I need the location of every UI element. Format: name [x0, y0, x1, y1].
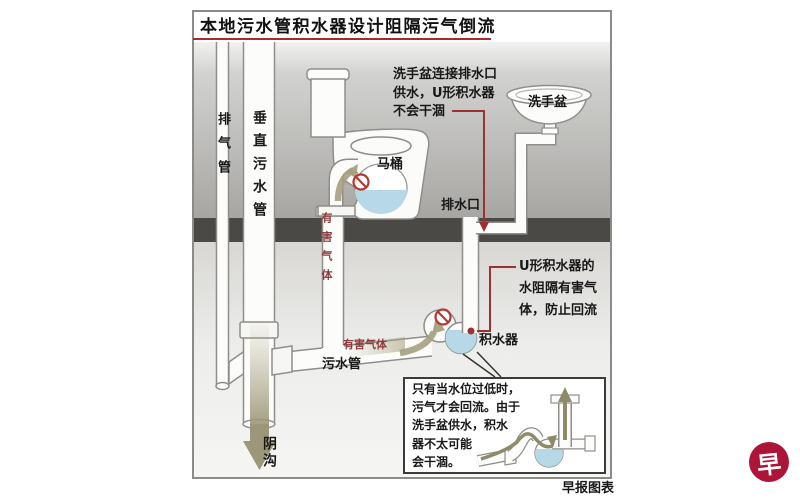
label-harmful-gas-pipe: 有害气体	[343, 338, 387, 351]
title-band	[194, 12, 610, 42]
label-harmful-gas-toilet: 有害气体	[320, 212, 333, 288]
label-vertical-soil-pipe: 垂直污水管	[251, 110, 267, 225]
basin-note-line: 洗手盆连接排水口	[393, 67, 498, 82]
trap-note-line: 水阻隔有害气	[519, 281, 598, 296]
label-soil-pipe: 污水管	[322, 357, 362, 372]
label-washbasin: 洗手盆	[528, 95, 568, 110]
basin-note: 洗手盆连接排水口 供水，U形积水器 不会干涸	[393, 66, 497, 122]
trap-note-line: U形积水器的	[519, 259, 595, 274]
logo-glyph: 早	[755, 449, 783, 480]
trap-note: U形积水器的 水阻隔有害气 体，防止回流	[519, 256, 597, 322]
label-toilet: 马桶	[377, 157, 404, 172]
trap-note-line: 体，防止回流	[519, 303, 598, 318]
label-sewer: 阴沟	[261, 436, 277, 470]
basin-note-line: 不会干涸	[393, 104, 446, 119]
credit: 早报图表	[562, 481, 615, 496]
callout-note: 只有当水位过低时， 污气才会回流。由于 洗手盆供水，积水 器不太可能 会干涸。	[412, 380, 520, 471]
title-underline	[193, 38, 491, 40]
zaobao-logo: 早	[749, 442, 789, 482]
callout-note-line: 会干涸。	[412, 454, 461, 469]
page-title: 本地污水管积水器设计阻隔污气倒流	[200, 17, 496, 37]
label-water-trap: 积水器	[479, 333, 519, 348]
label-vent-pipe: 排气管	[215, 112, 230, 184]
basin-note-line: 供水，U形积水器	[393, 85, 495, 101]
callout-note-line: 洗手盆供水，积水	[412, 418, 509, 433]
callout-note-line: 污气才会回流。由于	[412, 400, 521, 415]
callout-note-line: 只有当水位过低时，	[412, 382, 521, 396]
label-drain-outlet: 排水口	[441, 198, 481, 213]
callout-note-line: 器不太可能	[412, 436, 473, 451]
